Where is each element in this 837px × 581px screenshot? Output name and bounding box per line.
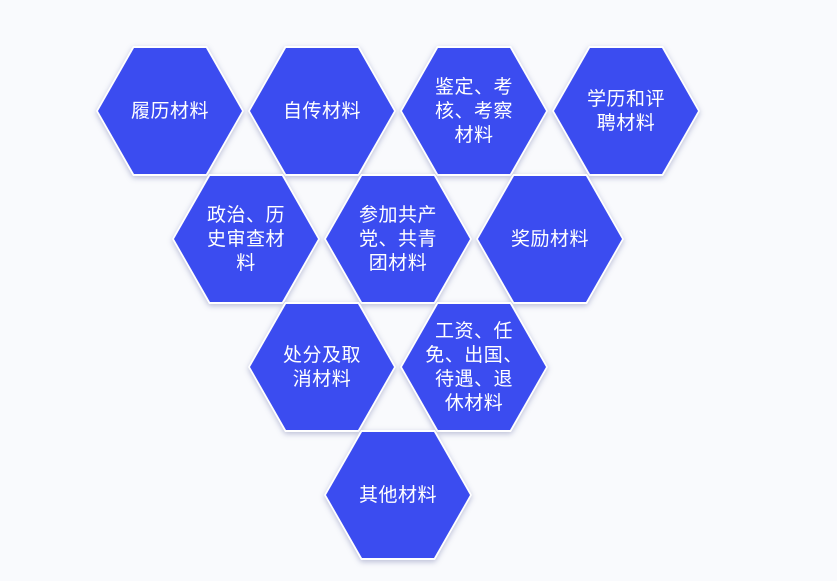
hex-label-line: 休材料 xyxy=(444,392,504,414)
hex-appraisal: 鉴定、考 核、考察 材料 xyxy=(400,46,548,176)
hex-party: 参加共产 党、共青 团材料 xyxy=(324,174,472,304)
hex-awards: 奖励材料 xyxy=(476,174,624,304)
hex-label-line: 履历材料 xyxy=(130,100,209,122)
hex-label-line: 免、出国、 xyxy=(425,344,523,366)
hex-label-line: 料 xyxy=(236,252,256,274)
hex-label-line: 政治、历 xyxy=(206,204,285,226)
hex-label-line: 核、考察 xyxy=(434,100,513,122)
hex-label-line: 党、共青 xyxy=(358,228,437,250)
hex-salary: 工资、任 免、出国、 待遇、退 休材料 xyxy=(400,302,548,432)
hex-discipline: 处分及取 消材料 xyxy=(248,302,396,432)
hex-label-line: 参加共产 xyxy=(358,204,437,226)
hex-label-line: 工资、任 xyxy=(434,320,513,342)
hex-label-line: 聘材料 xyxy=(596,112,656,134)
hex-resume: 履历材料 xyxy=(96,46,244,176)
hex-education: 学历和评 聘材料 xyxy=(552,46,700,176)
hex-label-line: 材料 xyxy=(454,124,494,146)
hex-political: 政治、历 史审查材 料 xyxy=(172,174,320,304)
hex-label-line: 自传材料 xyxy=(282,100,361,122)
hex-label-line: 消材料 xyxy=(292,368,352,390)
hex-label-line: 史审查材 xyxy=(206,228,285,250)
hex-label-line: 学历和评 xyxy=(586,88,665,110)
hex-label-line: 鉴定、考 xyxy=(434,76,513,98)
hex-label-line: 处分及取 xyxy=(282,344,361,366)
hex-label-line: 待遇、退 xyxy=(434,368,513,390)
hex-label-line: 团材料 xyxy=(368,252,428,274)
hex-autobiography: 自传材料 xyxy=(248,46,396,176)
hex-other: 其他材料 xyxy=(324,430,472,560)
hex-label-line: 其他材料 xyxy=(358,484,437,506)
hex-label-line: 奖励材料 xyxy=(510,228,589,250)
